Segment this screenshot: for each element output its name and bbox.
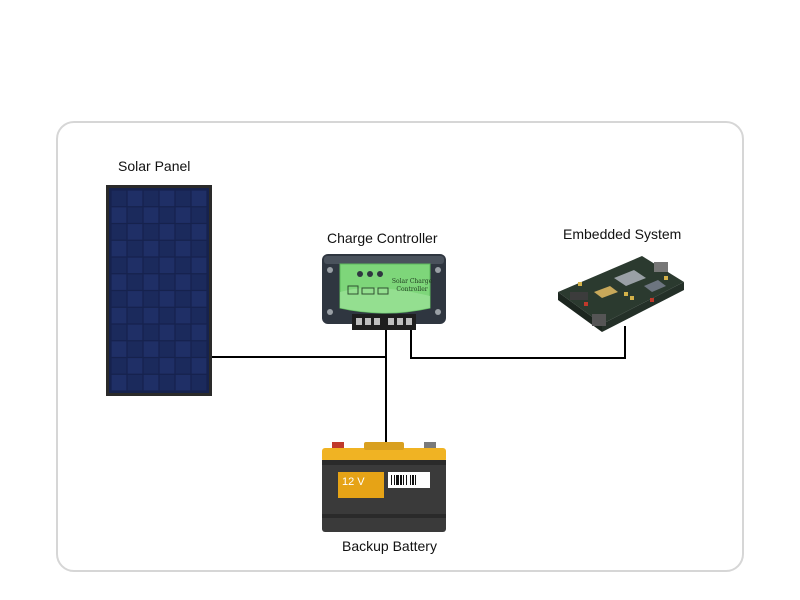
solar-cell xyxy=(191,291,207,307)
embedded-system-icon xyxy=(558,256,684,332)
solar-cell xyxy=(111,307,127,324)
solar-cell xyxy=(175,291,191,307)
solar-cell xyxy=(159,324,175,341)
solar-cell xyxy=(191,358,207,374)
solar-cell xyxy=(191,274,207,290)
wire-controller-to-embedded-v2 xyxy=(624,326,626,359)
embedded-system-label: Embedded System xyxy=(563,226,682,242)
solar-cell xyxy=(191,207,207,223)
solar-cell xyxy=(191,257,207,274)
solar-cell xyxy=(175,274,191,290)
solar-cell xyxy=(191,240,207,257)
solar-cell xyxy=(143,374,159,391)
controller-face-text-2: Controller xyxy=(396,286,427,293)
solar-cell xyxy=(175,240,191,257)
battery-voltage-text: 12 V xyxy=(342,476,365,488)
solar-cell xyxy=(127,224,143,240)
solar-cell xyxy=(143,291,159,307)
solar-cell xyxy=(191,307,207,324)
charge-controller-label: Charge Controller xyxy=(327,230,438,246)
solar-cell xyxy=(111,324,127,341)
solar-cell xyxy=(159,190,175,207)
solar-cell xyxy=(175,358,191,374)
solar-cell xyxy=(127,207,143,223)
solar-cell xyxy=(143,240,159,257)
barcode-line xyxy=(406,475,407,485)
solar-cell xyxy=(127,341,143,357)
barcode-line xyxy=(412,475,414,485)
backup-battery-icon: 12 V xyxy=(322,442,446,532)
wire-panel-to-controller-h xyxy=(212,356,386,358)
barcode-line xyxy=(410,475,411,485)
solar-cell xyxy=(143,307,159,324)
solar-cell xyxy=(159,257,175,274)
solar-cell xyxy=(191,224,207,240)
solar-cell xyxy=(143,207,159,223)
solar-cell xyxy=(159,207,175,223)
wire-controller-to-embedded-v1 xyxy=(410,326,412,358)
wire-controller-to-embedded-h xyxy=(410,357,626,359)
solar-cell xyxy=(159,224,175,240)
solar-cell xyxy=(127,324,143,341)
solar-cell xyxy=(191,324,207,341)
solar-cell xyxy=(191,374,207,391)
solar-cell xyxy=(127,291,143,307)
solar-cell xyxy=(111,291,127,307)
solar-cell xyxy=(159,341,175,357)
barcode-line xyxy=(400,475,402,485)
barcode-line xyxy=(415,475,416,485)
solar-cell xyxy=(127,190,143,207)
backup-battery-label: Backup Battery xyxy=(342,538,437,554)
solar-cell xyxy=(127,374,143,391)
solar-cell xyxy=(111,207,127,223)
barcode-line xyxy=(394,475,395,485)
solar-cell xyxy=(159,374,175,391)
charge-controller-icon: Solar Charge Controller xyxy=(322,254,446,330)
solar-cell xyxy=(159,307,175,324)
solar-cell xyxy=(143,257,159,274)
solar-cell xyxy=(191,190,207,207)
wire-controller-to-battery xyxy=(385,356,387,444)
solar-cell xyxy=(111,190,127,207)
barcode-line xyxy=(391,475,392,485)
solar-cell xyxy=(111,358,127,374)
solar-cell xyxy=(143,190,159,207)
controller-face-text-1: Solar Charge xyxy=(392,278,433,285)
solar-cell xyxy=(127,358,143,374)
diagram-frame xyxy=(56,121,744,572)
solar-cell xyxy=(143,324,159,341)
solar-cell xyxy=(127,274,143,290)
solar-cell xyxy=(143,358,159,374)
solar-cell xyxy=(111,374,127,391)
solar-cell xyxy=(159,291,175,307)
barcode-line xyxy=(396,475,399,485)
solar-cell xyxy=(175,257,191,274)
solar-cell xyxy=(159,240,175,257)
solar-cell xyxy=(111,341,127,357)
solar-cell xyxy=(127,257,143,274)
barcode-line xyxy=(403,475,404,485)
solar-cell xyxy=(143,341,159,357)
solar-cell xyxy=(175,307,191,324)
solar-panel-label: Solar Panel xyxy=(118,158,191,174)
solar-cell xyxy=(175,374,191,391)
solar-cell xyxy=(111,224,127,240)
solar-cell xyxy=(127,307,143,324)
solar-cell xyxy=(175,324,191,341)
solar-cell xyxy=(175,341,191,357)
wire-panel-to-controller-v xyxy=(385,326,387,358)
solar-cell xyxy=(159,358,175,374)
solar-cell xyxy=(111,257,127,274)
solar-cell xyxy=(175,207,191,223)
solar-cell xyxy=(191,341,207,357)
solar-cell xyxy=(143,274,159,290)
solar-cell xyxy=(175,190,191,207)
solar-cell xyxy=(127,240,143,257)
solar-cell xyxy=(159,274,175,290)
solar-panel-icon xyxy=(106,185,212,396)
solar-cell xyxy=(111,274,127,290)
solar-cell xyxy=(175,224,191,240)
solar-cell xyxy=(143,224,159,240)
solar-cell xyxy=(111,240,127,257)
